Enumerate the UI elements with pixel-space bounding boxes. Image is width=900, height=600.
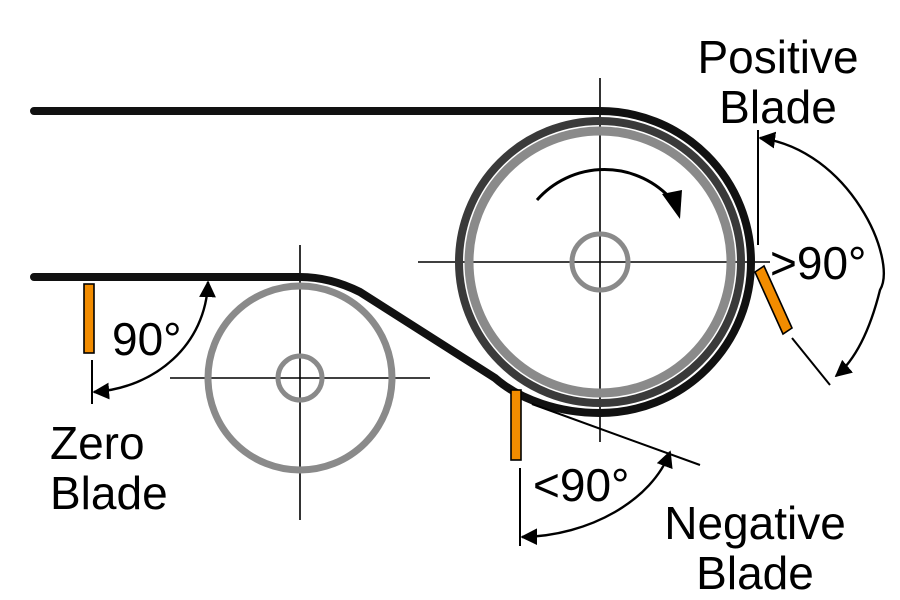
zero-blade bbox=[83, 283, 95, 354]
positive-blade-extension-line bbox=[791, 337, 831, 386]
negative-blade-label: Negative Blade bbox=[650, 500, 860, 596]
snub-pulley-hub bbox=[275, 353, 325, 403]
zero-blade-label: Zero Blade bbox=[50, 420, 168, 516]
negative-blade bbox=[510, 389, 522, 461]
head-pulley-hub bbox=[569, 231, 631, 293]
positive-blade-angle-arc bbox=[758, 131, 885, 378]
conveyor-belt-top bbox=[30, 107, 755, 417]
negative-blade-angle-arc bbox=[520, 450, 673, 546]
positive-angle-label: >90° bbox=[770, 237, 867, 289]
positive-blade-label-line2: Blade bbox=[719, 81, 837, 133]
zero-blade-angle-arc bbox=[92, 280, 216, 400]
positive-blade-label-line1: Positive bbox=[697, 31, 859, 83]
head-pulley-outer bbox=[455, 117, 745, 407]
rotation-arrowhead bbox=[662, 190, 682, 219]
zero-blade-label-line1: Zero bbox=[50, 417, 145, 469]
negative-angle-label: <90° bbox=[533, 459, 630, 511]
zero-blade-label-line2: Blade bbox=[50, 467, 168, 519]
head-pulley-inner bbox=[464, 126, 736, 398]
negative-blade-label-line2: Blade bbox=[696, 547, 814, 599]
zero-angle-label: 90° bbox=[112, 313, 182, 365]
negative-blade-label-line1: Negative bbox=[664, 497, 846, 549]
positive-blade-label: Positive Blade bbox=[688, 34, 868, 130]
rotation-arrow bbox=[535, 168, 674, 201]
